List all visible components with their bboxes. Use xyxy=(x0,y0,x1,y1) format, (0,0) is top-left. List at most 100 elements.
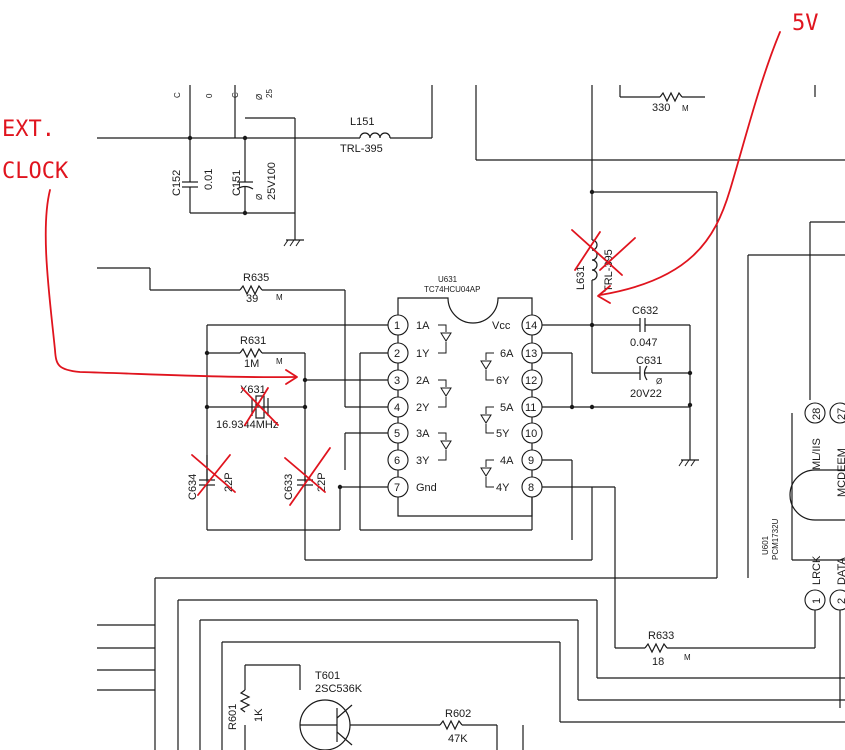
r631-value: 1M xyxy=(244,358,259,370)
power-filter-section: C 0 C Ø 25 xyxy=(97,85,433,247)
r633-ref: R633 xyxy=(648,630,674,642)
u631-pin-1: 1 1A xyxy=(387,314,430,336)
bottom-bus-wiring xyxy=(97,486,845,750)
r635-ref: R635 xyxy=(243,272,269,284)
svg-text:4A: 4A xyxy=(500,455,514,467)
svg-text:14: 14 xyxy=(525,320,537,332)
ext-clock-arrowhead xyxy=(285,369,298,385)
u601-pin-1: 1 LRCK xyxy=(804,555,826,611)
svg-text:10: 10 xyxy=(525,428,537,440)
c151-ref: C151 xyxy=(231,170,243,196)
u601-pin-28: 28 ML/IIS xyxy=(804,402,826,470)
c631-value: 20V22 xyxy=(630,388,662,400)
u631-ic xyxy=(397,297,533,517)
svg-text:27: 27 xyxy=(836,408,845,420)
r635-value: 39 xyxy=(246,293,258,305)
u601-ref: U601 xyxy=(761,535,770,555)
u631-pin-4: 4 2Y xyxy=(387,396,430,418)
svg-text:0: 0 xyxy=(205,93,214,98)
r631-suffix: M xyxy=(276,357,283,366)
five-volts-label: 5V xyxy=(792,11,819,36)
svg-text:4: 4 xyxy=(394,402,400,414)
u631-pin-14: 14 Vcc xyxy=(492,314,543,336)
u631-pin-5: 5 3A xyxy=(387,422,430,444)
svg-text:6: 6 xyxy=(394,455,400,467)
u601-pin-2: 2 DATA xyxy=(829,557,845,611)
svg-text:LRCK: LRCK xyxy=(811,555,823,585)
svg-text:8: 8 xyxy=(528,482,534,494)
u631-pin-12: 12 6Y xyxy=(496,369,543,391)
svg-text:1: 1 xyxy=(811,598,823,604)
l151-ref: L151 xyxy=(350,116,374,128)
r602-ref: R602 xyxy=(445,708,471,720)
svg-text:2Y: 2Y xyxy=(416,402,430,414)
u601-ic xyxy=(789,413,845,561)
u631-pin-7: 7 Gnd xyxy=(387,476,437,498)
svg-text:ML/IIS: ML/IIS xyxy=(811,438,823,470)
r601-ref: R601 xyxy=(227,704,239,730)
c634-value: 22P xyxy=(223,472,235,492)
r-top-suffix: M xyxy=(682,104,689,113)
u631-pin-13: 13 6A xyxy=(500,342,543,364)
u631-pin-9: 9 4A xyxy=(500,449,543,471)
r601-value: 1K xyxy=(253,708,265,722)
svg-text:5Y: 5Y xyxy=(496,428,510,440)
svg-text:9: 9 xyxy=(528,455,534,467)
u601-pin-27: 27 MCDEEM xyxy=(829,402,845,497)
t601-ref: T601 xyxy=(315,670,340,682)
svg-text:2: 2 xyxy=(394,348,400,360)
x631-cross-out xyxy=(241,387,279,426)
svg-text:1: 1 xyxy=(394,320,400,332)
svg-text:3Y: 3Y xyxy=(416,455,430,467)
c632-value: 0.047 xyxy=(630,337,658,349)
svg-text:11: 11 xyxy=(525,402,536,414)
svg-text:Gnd: Gnd xyxy=(416,482,437,494)
l631-ref: L631 xyxy=(575,266,587,290)
l631-value: TRL-395 xyxy=(603,249,615,292)
ext-clock-label-line1: EXT. xyxy=(2,117,55,142)
svg-text:DATA: DATA xyxy=(836,557,845,585)
u631-pin-11: 11 5A xyxy=(500,396,543,418)
c151-value: 25V100 xyxy=(266,162,278,200)
svg-text:1Y: 1Y xyxy=(416,348,430,360)
c633-cross-out xyxy=(284,447,331,506)
c633-ref: C633 xyxy=(283,474,295,500)
five-volts-arrowhead xyxy=(597,285,611,304)
l631-cross-out xyxy=(571,229,636,276)
svg-text:3A: 3A xyxy=(416,428,430,440)
r602-value: 47K xyxy=(448,733,468,745)
r635-suffix: M xyxy=(276,293,283,302)
u631-part: TC74HCU04AP xyxy=(424,285,480,294)
vcc-filter xyxy=(532,239,699,467)
svg-text:2A: 2A xyxy=(416,375,430,387)
five-volts-arrow xyxy=(599,31,781,296)
l151-value: TRL-395 xyxy=(340,143,383,155)
svg-text:25: 25 xyxy=(265,89,274,98)
u631-ref: U631 xyxy=(438,275,458,284)
r633-value: 18 xyxy=(652,656,664,668)
r633-suffix: M xyxy=(684,653,691,662)
u631-pin-8: 8 4Y xyxy=(496,476,543,498)
inverter-symbols xyxy=(438,324,494,488)
c634-ref: C634 xyxy=(187,474,199,500)
svg-text:13: 13 xyxy=(525,348,537,360)
c632-ref: C632 xyxy=(632,305,658,317)
u631-pin-6: 6 3Y xyxy=(387,449,430,471)
svg-text:6A: 6A xyxy=(500,348,514,360)
u631-pin-2: 2 1Y xyxy=(387,342,430,364)
top-right-wiring xyxy=(475,85,845,578)
svg-text:MCDEEM: MCDEEM xyxy=(836,448,845,497)
ext-clock-arrow xyxy=(44,189,296,379)
svg-text:7: 7 xyxy=(394,482,400,494)
u631-pin-3: 3 2A xyxy=(387,369,430,391)
c634-cross-out xyxy=(191,454,236,496)
svg-text:2: 2 xyxy=(836,598,845,604)
t601-value: 2SC536K xyxy=(315,683,363,695)
r631-ref: R631 xyxy=(240,335,266,347)
c631-ref: C631 xyxy=(636,355,662,367)
c152-value: 0.01 xyxy=(203,169,215,190)
svg-text:28: 28 xyxy=(811,408,823,420)
svg-text:4Y: 4Y xyxy=(496,482,510,494)
u631-pin-10: 10 5Y xyxy=(496,422,543,444)
